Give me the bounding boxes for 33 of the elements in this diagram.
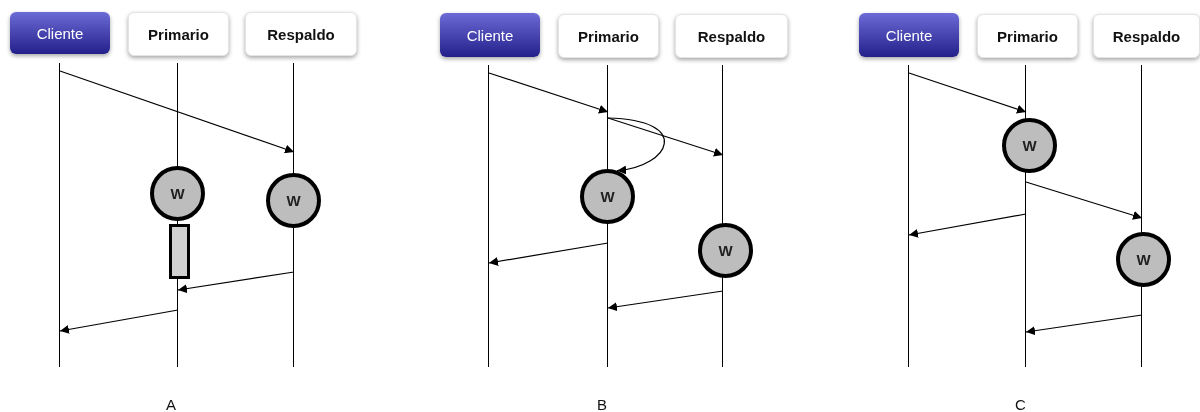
participant-box: Primario: [977, 14, 1078, 58]
lifeline: [907, 65, 909, 367]
message-arrow: [177, 271, 295, 294]
participant-box: Primario: [558, 14, 659, 58]
lifeline: [58, 63, 60, 367]
message-arrow: [488, 242, 609, 266]
participant-box: Respaldo: [675, 14, 788, 58]
operation-circle: W: [1116, 232, 1171, 287]
message-arrow: [607, 290, 724, 312]
participant-box: Respaldo: [245, 12, 357, 56]
message-arrow: [607, 117, 665, 174]
message-arrow: [908, 213, 1027, 238]
lifeline: [487, 65, 489, 367]
message-arrow: [908, 72, 1027, 114]
message-arrow: [488, 72, 609, 114]
panel-label: C: [1015, 396, 1026, 412]
participant-box: Cliente: [859, 13, 959, 57]
participant-box: Cliente: [440, 13, 540, 57]
participant-box: Cliente: [10, 12, 110, 54]
activation-bar: [169, 224, 190, 279]
operation-circle: W: [1002, 118, 1057, 173]
panel-label: A: [166, 396, 176, 412]
participant-box: Primario: [128, 12, 229, 56]
operation-circle: W: [150, 166, 205, 221]
participant-box: Respaldo: [1093, 14, 1200, 58]
message-arrow: [1025, 181, 1143, 220]
message-arrow: [1025, 314, 1143, 336]
operation-circle: W: [266, 173, 321, 228]
panel-label: B: [597, 396, 607, 412]
operation-circle: W: [580, 169, 635, 224]
operation-circle: W: [698, 223, 753, 278]
message-arrow: [59, 309, 179, 334]
message-arrow: [59, 70, 295, 154]
